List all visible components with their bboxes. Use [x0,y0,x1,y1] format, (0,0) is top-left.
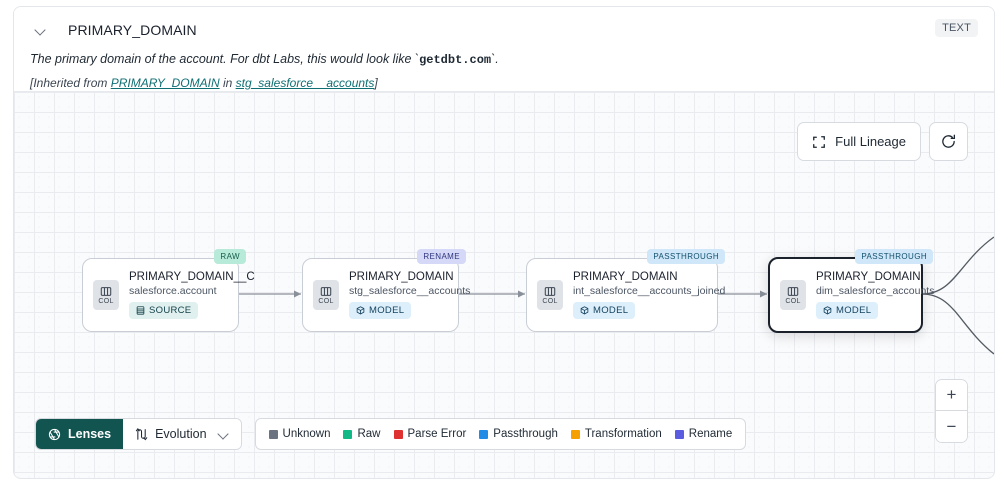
expand-corners-icon [812,135,826,149]
node-body: PRIMARY_DOMAIN__C salesforce.account SOU… [129,264,255,326]
legend-item-rename: Rename [674,428,733,440]
column-icon-label: COL [98,297,114,305]
lenses-group: Lenses Evolution [35,418,242,450]
type-badge: TEXT [935,19,978,37]
cube-icon [356,306,365,315]
legend-swatch [479,429,489,439]
canvas-bottom-toolbar: Lenses Evolution [35,418,747,450]
node-name: PRIMARY_DOMAIN [573,271,678,283]
legend-swatch [393,429,403,439]
cube-icon [580,306,589,315]
node-subtitle: stg_salesforce__accounts [349,285,471,297]
node-type-tag: MODEL [573,302,636,319]
node-type-tag-label: SOURCE [149,305,192,316]
lineage-edges [238,236,994,355]
column-icon: COL [537,280,563,310]
inherited-suffix: ] [374,75,378,90]
cube-icon [823,306,832,315]
zoom-in-button[interactable]: + [936,380,967,411]
column-icon: COL [313,280,339,310]
legend-swatch [570,429,580,439]
chevron-down-icon [218,428,230,440]
node-badge: RAW [214,249,246,264]
legend-label: Passthrough [493,428,558,440]
legend-swatch [343,429,353,439]
inherited-column-link[interactable]: PRIMARY_DOMAIN [110,75,220,90]
node-type-tag-label: MODEL [593,305,629,316]
full-lineage-label: Full Lineage [835,134,906,149]
column-icon: COL [93,280,119,310]
node-subtitle: salesforce.account [129,285,217,297]
evolution-button[interactable]: Evolution [123,419,241,449]
aperture-icon [48,428,61,441]
legend-item-parse-error: Parse Error [393,428,467,440]
column-description: The primary domain of the account. For d… [30,51,978,69]
lineage-legend: Unknown Raw Parse Error Passthrough [254,418,747,450]
lineage-node-selected[interactable]: PASSTHROUGH COL PRIMARY_DOMAIN dim_sales… [768,249,934,333]
edge-out-lower [921,293,994,355]
chevron-down-icon[interactable] [34,23,48,37]
evolution-label: Evolution [155,427,207,441]
legend-label: Rename [688,428,733,440]
node-name: PRIMARY_DOMAIN [349,271,454,283]
legend-label: Transformation [584,428,662,440]
node-badge: PASSTHROUGH [647,249,725,264]
node-body: PRIMARY_DOMAIN int_salesforce__accounts_… [573,264,725,326]
legend-item-unknown: Unknown [268,428,331,440]
inherited-prefix: [Inherited from [30,75,111,90]
evolution-icon [134,427,148,441]
node-badge: RENAME [417,249,466,264]
legend-item-transformation: Transformation [570,428,662,440]
legend-item-raw: Raw [343,428,381,440]
refresh-button[interactable] [929,122,968,161]
node-name: PRIMARY_DOMAIN__C [129,271,255,283]
legend-label: Unknown [282,428,331,440]
lenses-button[interactable]: Lenses [36,419,124,449]
node-type-tag-label: MODEL [836,305,872,316]
zoom-controls: + − [935,379,968,443]
column-header: PRIMARY_DOMAIN TEXT The primary domain o… [14,7,994,92]
node-type-tag: SOURCE [129,302,199,319]
zoom-out-button[interactable]: − [936,411,967,442]
lineage-node[interactable]: RAW COL PRIMARY_DOMAIN__C salesforce.acc… [82,249,255,332]
lineage-node[interactable]: PASSTHROUGH COL PRIMARY_DOMAIN int_sales… [526,249,725,332]
legend-item-passthrough: Passthrough [479,428,558,440]
node-subtitle: dim_salesforce_accounts [816,285,935,297]
legend-swatch [674,429,684,439]
node-name: PRIMARY_DOMAIN [816,271,921,283]
table-icon [136,306,145,315]
node-type-tag: MODEL [349,302,412,319]
inherited-mid: in [219,75,236,90]
node-subtitle: int_salesforce__accounts_joined [573,285,726,297]
description-prefix: The primary domain of the account. For d… [30,52,420,66]
node-type-tag-label: MODEL [369,305,405,316]
description-code: getdbt.com [419,53,492,67]
header-title-row: PRIMARY_DOMAIN [30,19,978,41]
column-icon-label: COL [542,297,558,305]
inherited-model-link[interactable]: stg_salesforce__accounts [235,75,375,90]
lineage-node[interactable]: RENAME COL PRIMARY_DOMAIN stg_salesforce… [302,249,470,332]
node-body: PRIMARY_DOMAIN dim_salesforce_accounts M… [816,264,934,326]
canvas-top-controls: Full Lineage [797,122,968,161]
legend-label: Raw [357,428,381,440]
column-icon-label: COL [785,297,801,305]
lenses-label: Lenses [68,427,112,441]
node-badge: PASSTHROUGH [855,249,933,264]
column-lineage-panel: PRIMARY_DOMAIN TEXT The primary domain o… [13,6,995,479]
node-body: PRIMARY_DOMAIN stg_salesforce__accounts … [349,264,470,326]
legend-label: Parse Error [407,428,467,440]
full-lineage-button[interactable]: Full Lineage [797,122,921,161]
page-title: PRIMARY_DOMAIN [68,22,197,38]
column-icon: COL [780,280,806,310]
lineage-canvas[interactable]: Full Lineage RAW [14,92,994,478]
node-type-tag: MODEL [816,302,879,319]
column-icon-label: COL [318,297,334,305]
edge-out-upper [921,236,994,295]
description-suffix: `. [491,52,499,66]
refresh-icon [940,133,957,150]
legend-swatch [268,429,278,439]
inherited-from: [Inherited from PRIMARY_DOMAIN in stg_sa… [30,76,978,90]
